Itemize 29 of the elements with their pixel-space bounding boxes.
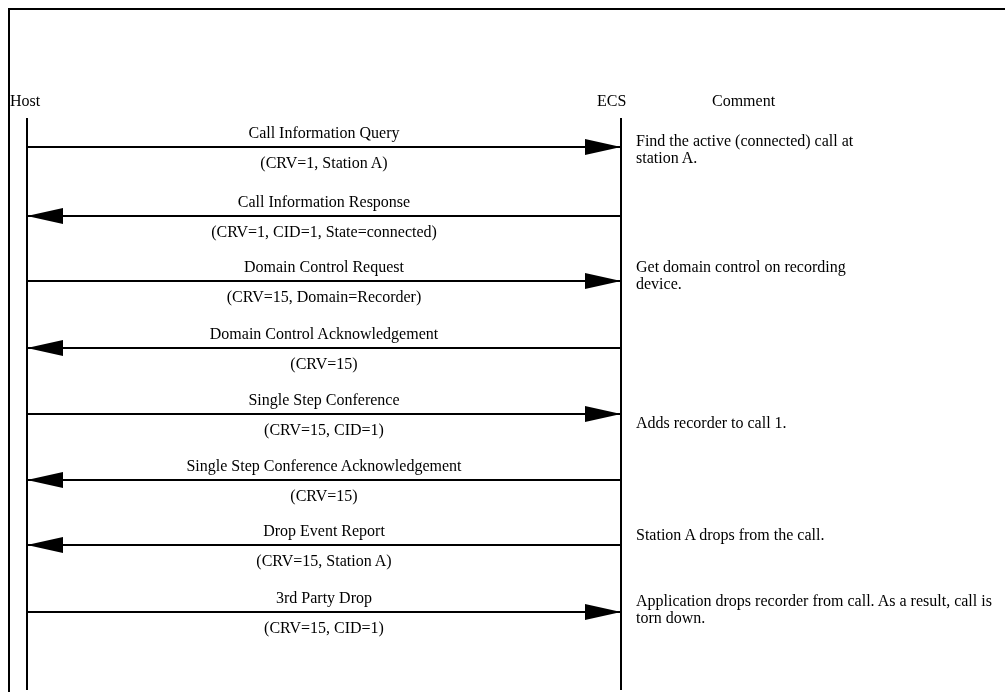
message-label: Call Information Response: [235, 192, 413, 212]
message-arrow: [26, 604, 622, 620]
message-parameters: (CRV=15): [290, 354, 358, 374]
message-parameters: (CRV=1, Station A): [260, 153, 388, 173]
message-arrow: [26, 472, 622, 488]
message-parameters: (CRV=15, CID=1): [264, 618, 384, 638]
column-header: Comment: [712, 92, 777, 109]
message-label: Domain Control Acknowledgement: [207, 324, 441, 344]
comment-text: Find the active (connected) call at station A.: [636, 132, 855, 166]
message-label: Domain Control Request: [242, 257, 406, 277]
message-parameters: (CRV=15, CID=1): [264, 420, 384, 440]
message-parameters: (CRV=15, Station A): [256, 551, 392, 571]
message-parameters: (CRV=15): [290, 486, 358, 506]
message-parameters: (CRV=15, Domain=Recorder): [226, 287, 422, 307]
message-label: Call Information Query: [246, 123, 402, 143]
message-label: Single Step Conference Acknowledgement: [184, 456, 464, 476]
message-parameters: (CRV=1, CID=1, State=connected): [211, 222, 437, 242]
message-arrow: [26, 208, 622, 224]
message-arrow: [26, 139, 622, 155]
message-label: 3rd Party Drop: [274, 588, 374, 608]
comment-text: Get domain control on recording device.: [636, 258, 847, 292]
message-arrow: [26, 406, 622, 422]
message-arrow: [26, 340, 622, 356]
comment-text: Station A drops from the call.: [636, 526, 826, 543]
message-label: Single Step Conference: [246, 390, 402, 410]
comment-text: Application drops recorder from call. As a result, call is torn down.: [636, 592, 993, 626]
comment-text: Adds recorder to call 1.: [636, 414, 788, 431]
message-arrow: [26, 273, 622, 289]
message-arrow: [26, 537, 622, 553]
